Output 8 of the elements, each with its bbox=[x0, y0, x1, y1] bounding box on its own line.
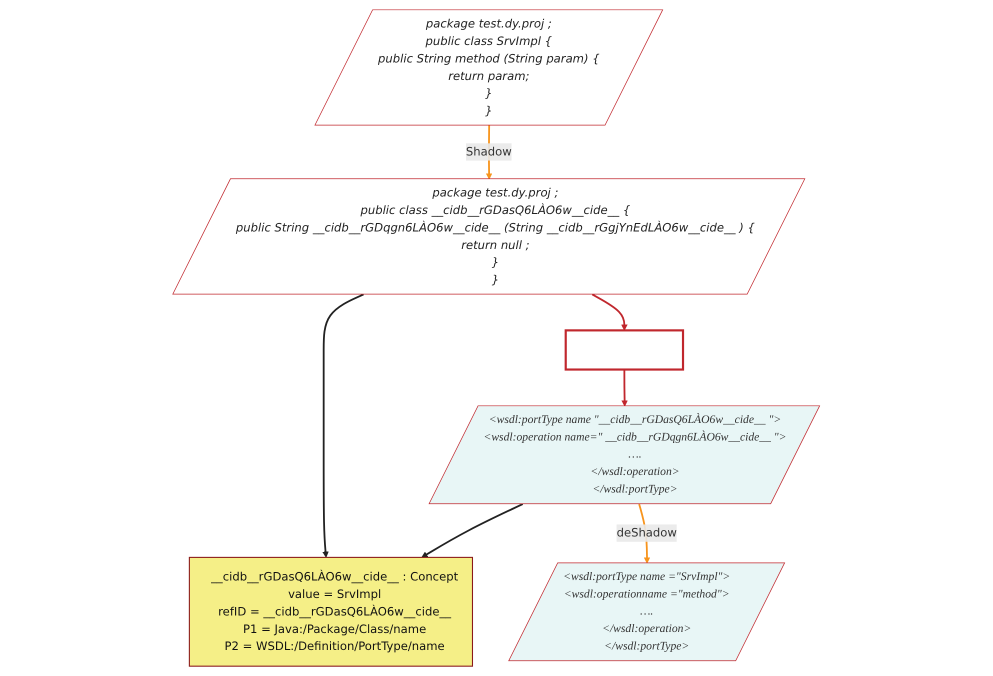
edge-label: Shadow bbox=[466, 144, 512, 158]
edge-label: deShadow bbox=[616, 526, 678, 540]
arrow bbox=[622, 370, 628, 406]
node-box bbox=[564, 329, 684, 371]
node-box: __cidb__rGDasQ6LÀO6w__cide__ : Concept value = SrvImpl refID = __cidb__rGDasQ6LÀO6w__cide__ P1 = Java:/Package/Class/name P2 = WSDL:/Definition/PortType/name bbox=[189, 556, 474, 667]
arrow bbox=[422, 503, 524, 558]
arrow bbox=[322, 294, 364, 558]
arrow bbox=[592, 294, 628, 331]
